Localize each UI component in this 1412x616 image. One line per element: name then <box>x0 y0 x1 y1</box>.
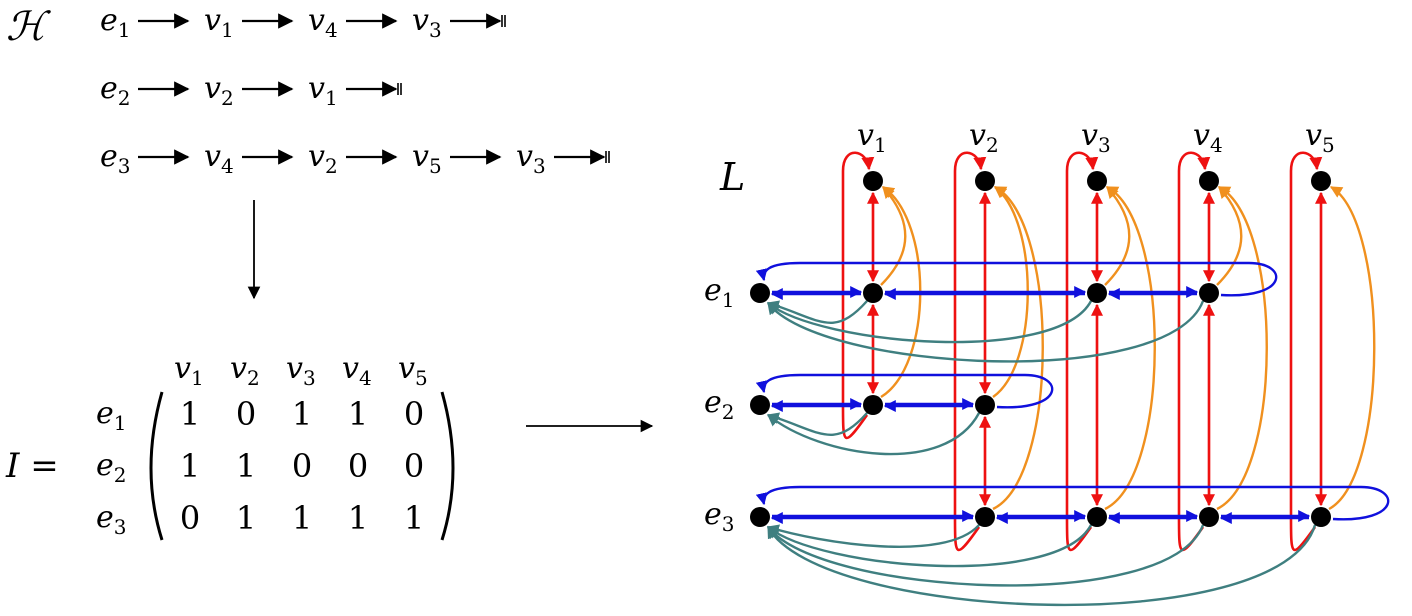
right-paren <box>440 391 455 541</box>
line-graph-edges <box>755 151 1390 607</box>
teal-curve <box>766 412 868 436</box>
blue-return-loop <box>755 261 1278 297</box>
matrix-cell: 1 <box>236 447 256 485</box>
vertex-node-v5 <box>1311 171 1331 191</box>
left-paren <box>149 391 164 541</box>
red-return-loop <box>953 151 987 552</box>
vertex-label-v5: v5 <box>1305 118 1335 157</box>
matrix-cell: 1 <box>180 395 200 433</box>
matrix-cell: 1 <box>292 499 312 537</box>
teal-curve <box>766 524 980 548</box>
matrix-cell: 0 <box>348 447 368 485</box>
edge-label-e2: e2 <box>704 385 735 424</box>
orange-curve <box>880 186 907 286</box>
matrix-lhs: I = <box>5 446 59 486</box>
red-return-loop <box>1289 151 1323 552</box>
teal-curve <box>767 412 981 456</box>
matrix-cell: 1 <box>292 395 312 433</box>
teal-curve <box>766 524 1317 607</box>
incidence-node-e3-v5 <box>1311 507 1331 527</box>
red-return-loop <box>1065 151 1099 552</box>
matrix-cell: 0 <box>404 447 424 485</box>
incidence-node-e2-v1 <box>863 395 883 415</box>
line-graph-nodes <box>750 171 1331 527</box>
sequence-node-label: v4 <box>204 139 234 178</box>
edge-node-e3 <box>750 507 770 527</box>
matrix-column-label: v2 <box>230 351 260 390</box>
matrix-cell: 0 <box>292 447 312 485</box>
line-graph-symbol: L <box>719 155 745 199</box>
matrix-row-label: e1 <box>96 396 127 435</box>
vertex-node-v3 <box>1087 171 1107 191</box>
matrix-column-label: v5 <box>398 351 428 390</box>
matrix-row-label: e3 <box>96 500 127 539</box>
vertex-node-v2 <box>975 171 995 191</box>
blue-return-loop <box>755 485 1390 521</box>
orange-curve <box>1104 185 1156 511</box>
matrix-cell: 1 <box>348 499 368 537</box>
vertex-node-v1 <box>863 171 883 191</box>
teal-curve <box>766 300 868 324</box>
sequence-node-label: v2 <box>308 139 338 178</box>
teal-curve <box>767 300 1093 344</box>
matrix-cell: 0 <box>236 395 256 433</box>
incidence-node-e3-v4 <box>1199 507 1219 527</box>
edge-node-e1 <box>750 283 770 303</box>
matrix-cell: 1 <box>404 499 424 537</box>
sequence-node-label: v2 <box>204 71 234 110</box>
teal-curve <box>767 524 1093 568</box>
matrix-cell: 1 <box>348 395 368 433</box>
sequence-node-label: v1 <box>204 3 234 42</box>
edge-label-e3: e3 <box>704 497 735 536</box>
sequence-node-label: v4 <box>308 3 338 42</box>
orange-curve <box>1328 185 1376 511</box>
matrix-column-label: v3 <box>286 351 316 390</box>
incidence-node-e3-v2 <box>975 507 995 527</box>
sequence-edge-label: e3 <box>100 139 131 178</box>
vertex-label-v4: v4 <box>1193 118 1223 157</box>
hypergraph-symbol: ℋ <box>6 4 51 50</box>
matrix-row-label: e2 <box>96 448 127 487</box>
matrix-cell: 0 <box>180 499 200 537</box>
edge-label-e1: e1 <box>704 273 735 312</box>
orange-curve <box>1216 186 1243 286</box>
edge-node-e2 <box>750 395 770 415</box>
vertex-node-v4 <box>1199 171 1219 191</box>
sequence-node-label: v1 <box>308 71 338 110</box>
sequence-node-label: v3 <box>412 3 442 42</box>
vertex-label-v1: v1 <box>857 118 887 157</box>
sequence-edge-label: e2 <box>100 71 131 110</box>
matrix-cell: 1 <box>236 499 256 537</box>
teal-curve <box>767 300 1205 363</box>
orange-curve <box>992 185 1044 511</box>
vertex-label-v2: v2 <box>969 118 999 157</box>
incidence-node-e1-v3 <box>1087 283 1107 303</box>
red-return-loop <box>1177 151 1211 552</box>
orange-curve <box>1104 186 1131 286</box>
teal-curve <box>767 524 1205 587</box>
sequence-edge-label: e1 <box>100 3 131 42</box>
sequence-node-label: v3 <box>516 139 546 178</box>
transformation-arrows <box>247 200 654 433</box>
sequence-node-label: v5 <box>412 139 442 178</box>
matrix-column-label: v4 <box>342 351 372 390</box>
incidence-node-e1-v1 <box>863 283 883 303</box>
matrix-column-label: v1 <box>174 351 204 390</box>
blue-return-loop <box>755 373 1054 409</box>
incidence-node-e2-v2 <box>975 395 995 415</box>
incidence-node-e3-v3 <box>1087 507 1107 527</box>
orange-curve <box>1216 185 1268 511</box>
incidence-node-e1-v4 <box>1199 283 1219 303</box>
matrix-cell: 0 <box>404 395 424 433</box>
matrix-cell: 1 <box>180 447 200 485</box>
line-graph-labels: Lv1 v2 v3 v4 v5 e1 e2 e3 <box>704 118 1335 536</box>
vertex-label-v3: v3 <box>1081 118 1111 157</box>
